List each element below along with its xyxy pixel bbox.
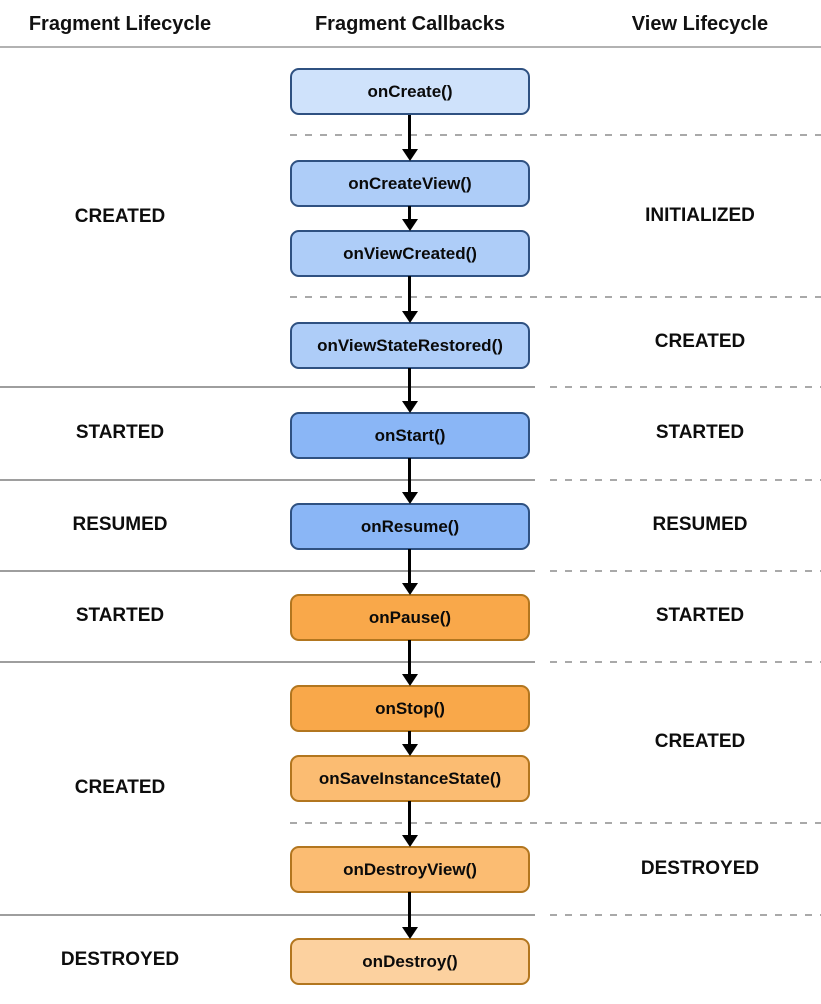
callback-box-onpause: onPause(): [290, 594, 530, 641]
callback-box-onresume: onResume(): [290, 503, 530, 550]
divider-dashed: [550, 570, 821, 572]
view-state-started-2: STARTED: [655, 605, 745, 626]
callback-label: onViewStateRestored(): [317, 335, 503, 355]
callback-label: onDestroy(): [362, 951, 458, 971]
flow-arrow-icon: [401, 276, 418, 323]
header-divider: [0, 46, 821, 48]
view-state-created-2: CREATED: [654, 731, 746, 752]
divider-solid: [0, 479, 535, 481]
flow-arrow-icon: [401, 368, 418, 413]
flow-arrow-icon: [401, 801, 418, 847]
divider-dashed: [550, 661, 821, 663]
callback-box-onstop: onStop(): [290, 685, 530, 732]
flow-arrow-icon: [401, 892, 418, 939]
divider-dashed: [550, 479, 821, 481]
divider-solid: [0, 661, 535, 663]
callback-label: onCreate(): [367, 81, 453, 101]
divider-dashed: [290, 134, 821, 136]
divider-dashed: [290, 296, 821, 298]
divider-dashed: [290, 822, 821, 824]
callback-box-onsaveinstancestate: onSaveInstanceState(): [290, 755, 530, 802]
callback-label: onStart(): [374, 425, 446, 445]
flow-arrow-icon: [401, 206, 418, 231]
callback-label: onStop(): [375, 698, 445, 718]
divider-dashed: [550, 914, 821, 916]
callback-box-onviewstaterestored: onViewStateRestored(): [290, 322, 530, 369]
callback-box-ondestroyview: onDestroyView(): [290, 846, 530, 893]
callback-label: onResume(): [360, 516, 460, 536]
view-state-destroyed: DESTROYED: [640, 858, 760, 879]
view-state-resumed: RESUMED: [652, 514, 748, 535]
header-fragment-lifecycle: Fragment Lifecycle: [28, 13, 212, 35]
callback-box-onstart: onStart(): [290, 412, 530, 459]
view-state-initialized: INITIALIZED: [645, 205, 755, 226]
callback-label: onViewCreated(): [343, 243, 477, 263]
divider-solid: [0, 570, 535, 572]
divider-solid: [0, 386, 535, 388]
header-view-lifecycle: View Lifecycle: [631, 13, 769, 35]
view-state-started-1: STARTED: [655, 422, 745, 443]
callback-box-ondestroy: onDestroy(): [290, 938, 530, 985]
fragment-state-resumed: RESUMED: [72, 514, 168, 535]
divider-solid: [0, 914, 535, 916]
callback-label: onPause(): [368, 607, 452, 627]
callback-label: onSaveInstanceState(): [318, 768, 502, 788]
view-state-created-1: CREATED: [654, 331, 746, 352]
fragment-state-created-1: CREATED: [74, 206, 166, 227]
flow-arrow-icon: [401, 731, 418, 756]
fragment-state-started-2: STARTED: [75, 605, 165, 626]
fragment-state-created-2: CREATED: [74, 777, 166, 798]
header-fragment-callbacks: Fragment Callbacks: [314, 13, 506, 35]
flow-arrow-icon: [401, 458, 418, 504]
callback-box-oncreateview: onCreateView(): [290, 160, 530, 207]
callback-label: onCreateView(): [348, 173, 472, 193]
divider-dashed: [550, 386, 821, 388]
flow-arrow-icon: [401, 549, 418, 595]
callback-label: onDestroyView(): [343, 859, 477, 879]
callback-box-onviewcreated: onViewCreated(): [290, 230, 530, 277]
callback-box-oncreate: onCreate(): [290, 68, 530, 115]
fragment-state-destroyed: DESTROYED: [60, 949, 180, 970]
fragment-state-started-1: STARTED: [75, 422, 165, 443]
flow-arrow-icon: [401, 640, 418, 686]
flow-arrow-icon: [401, 115, 418, 161]
